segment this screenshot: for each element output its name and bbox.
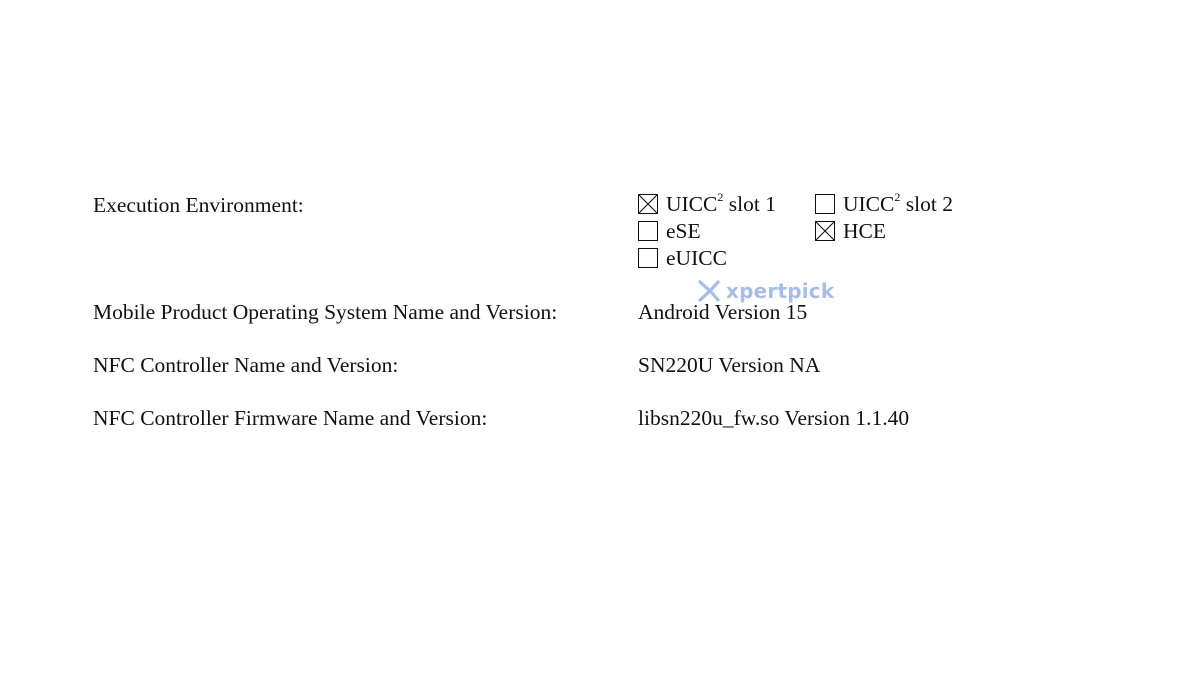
- nfc-firmware-label: NFC Controller Firmware Name and Version…: [93, 406, 488, 430]
- option-ese-label: eSE: [666, 219, 701, 243]
- nfc-controller-label: NFC Controller Name and Version:: [93, 353, 399, 377]
- xpertpick-watermark: xpertpick: [698, 279, 834, 303]
- option-uicc-slot-1[interactable]: UICC2 slot 1: [638, 191, 776, 217]
- option-uicc-slot-2-label: UICC2 slot 2: [843, 189, 953, 216]
- os-label: Mobile Product Operating System Name and…: [93, 300, 558, 324]
- watermark-text: xpertpick: [726, 279, 835, 303]
- nfc-firmware-value: libsn220u_fw.so Version 1.1.40: [638, 406, 910, 430]
- checkmark-x-icon: [639, 195, 657, 213]
- xpertpick-logo-icon: [698, 280, 720, 302]
- checkbox-uicc-slot-1[interactable]: [638, 194, 658, 214]
- option-ese[interactable]: eSE: [638, 218, 701, 244]
- checkbox-euicc[interactable]: [638, 248, 658, 268]
- option-hce-label: HCE: [843, 219, 886, 243]
- os-value: Android Version 15: [638, 300, 808, 324]
- execution-environment-label: Execution Environment:: [93, 193, 304, 217]
- option-uicc-slot-2[interactable]: UICC2 slot 2: [815, 191, 953, 217]
- nfc-controller-value: SN220U Version NA: [638, 353, 821, 377]
- checkbox-hce[interactable]: [815, 221, 835, 241]
- checkbox-uicc-slot-2[interactable]: [815, 194, 835, 214]
- checkmark-x-icon: [816, 222, 834, 240]
- checkbox-ese[interactable]: [638, 221, 658, 241]
- option-euicc-label: eUICC: [666, 246, 727, 270]
- option-hce[interactable]: HCE: [815, 218, 886, 244]
- option-euicc[interactable]: eUICC: [638, 245, 727, 271]
- option-uicc-slot-1-label: UICC2 slot 1: [666, 189, 776, 216]
